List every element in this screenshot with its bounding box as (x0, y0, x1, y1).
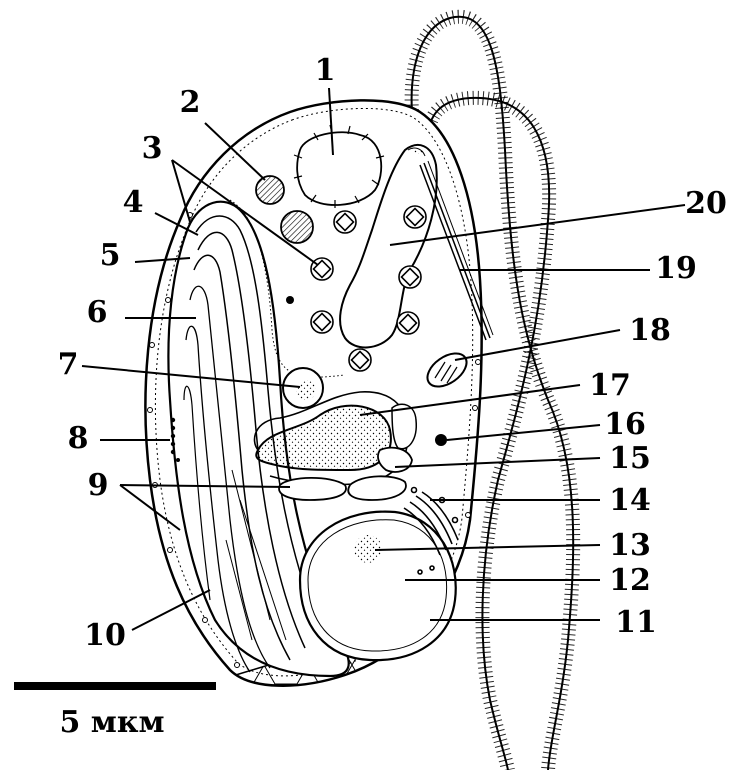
lipid-droplet (256, 176, 284, 204)
label-11: 11 (615, 605, 657, 640)
label-17: 17 (589, 368, 631, 403)
nucleomorph (283, 368, 323, 408)
label-9: 9 (88, 468, 109, 503)
label-10: 10 (84, 618, 126, 653)
label-3: 3 (142, 131, 163, 166)
label-18: 18 (629, 313, 671, 348)
label-15: 15 (609, 441, 651, 476)
scale-bar (14, 682, 216, 690)
label-8: 8 (68, 421, 89, 456)
dense-granule (435, 434, 447, 446)
label-19: 19 (655, 251, 697, 286)
small-granule (286, 296, 294, 304)
label-5: 5 (100, 238, 121, 273)
starch-grain (281, 211, 313, 243)
label-14: 14 (609, 483, 651, 518)
label-6: 6 (87, 295, 108, 330)
scale-bar-label: 5 мкм (59, 705, 164, 740)
label-2: 2 (180, 85, 201, 120)
label-1: 1 (315, 53, 336, 88)
label-7: 7 (58, 347, 79, 382)
label-4: 4 (123, 185, 144, 220)
nucleus (300, 512, 456, 661)
label-13: 13 (609, 528, 651, 563)
label-20: 20 (685, 186, 727, 221)
label-16: 16 (604, 407, 646, 442)
label-12: 12 (609, 563, 651, 598)
